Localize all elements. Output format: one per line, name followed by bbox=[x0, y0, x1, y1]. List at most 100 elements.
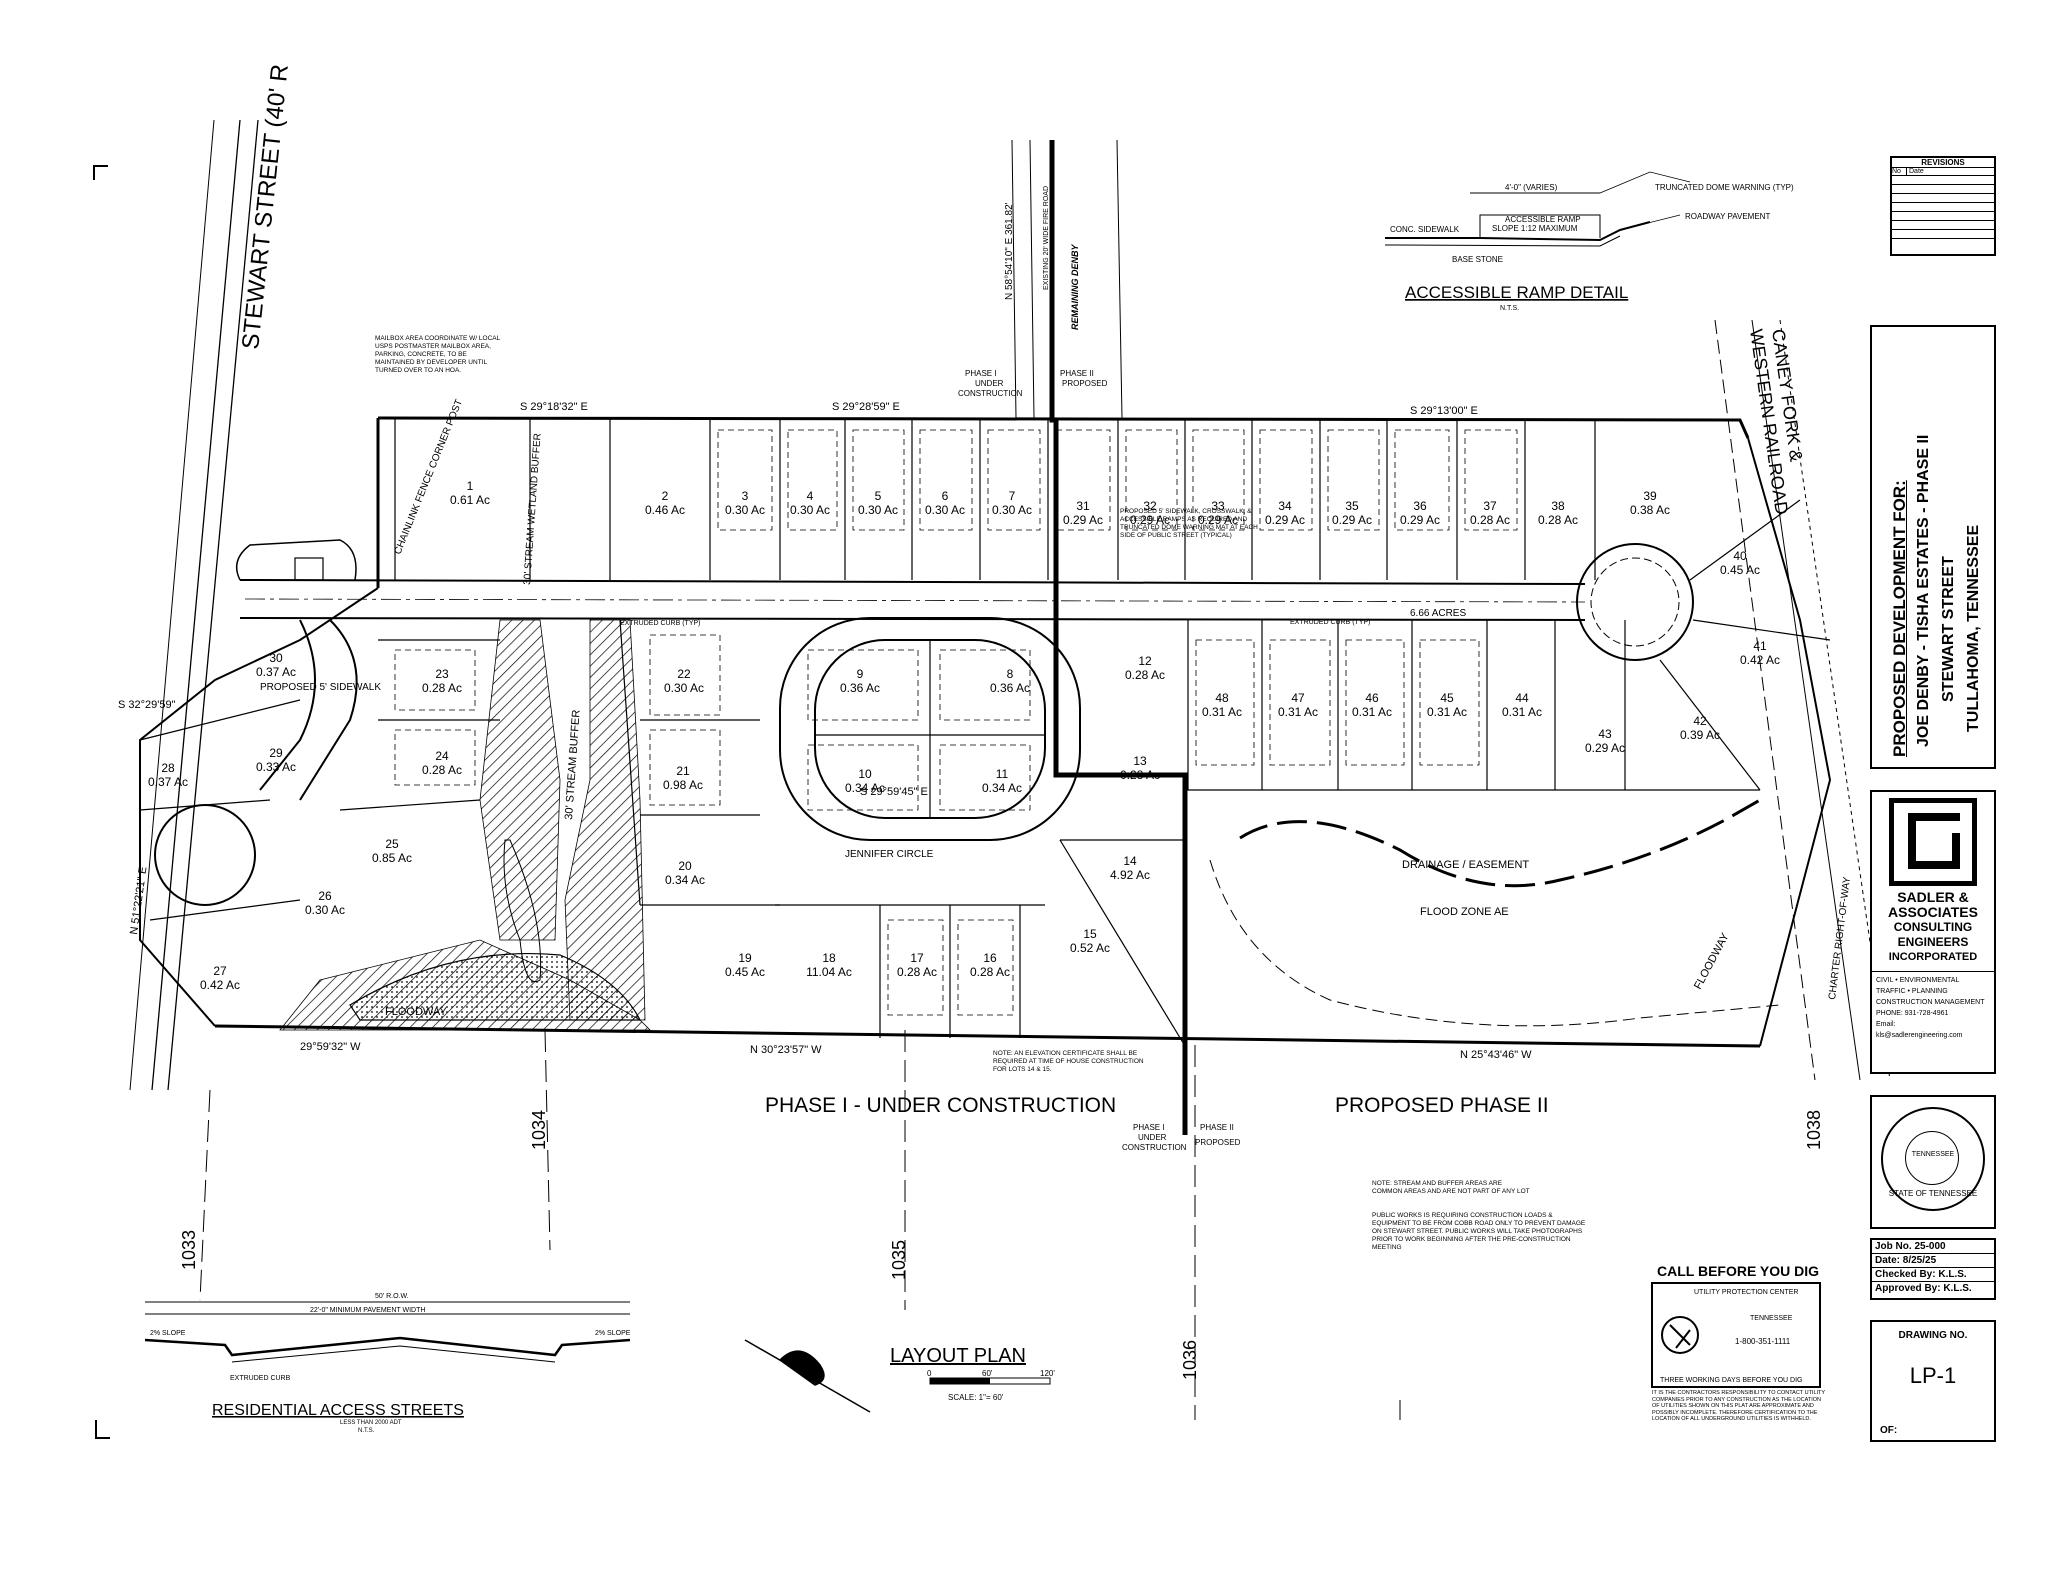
lot-number: 5 bbox=[875, 489, 882, 503]
sheet-of: OF: bbox=[1880, 1425, 1898, 1436]
public-works-note: PUBLIC WORKS IS REQUIRING CONSTRUCTION L… bbox=[1372, 1212, 1586, 1251]
setback-line bbox=[919, 429, 973, 531]
grid-1035: 1035 bbox=[889, 1240, 909, 1280]
lot-number: 44 bbox=[1515, 691, 1529, 705]
construction-top: CONSTRUCTION bbox=[958, 389, 1023, 398]
site-boundary bbox=[129, 119, 1891, 1091]
revisions-box: REVISIONS No Date bbox=[1890, 156, 1996, 256]
lot-9: 90.36 Ac bbox=[840, 667, 880, 695]
ramp-detail: 4'-0" (VARIES) ACCESSIBLE RAMP SLOPE 1:1… bbox=[1384, 171, 1794, 312]
elevation-note: NOTE: AN ELEVATION CERTIFICATE SHALL BE … bbox=[993, 1050, 1144, 1073]
lot-37: 370.28 Ac bbox=[1470, 499, 1510, 527]
firm-service-3: CONSTRUCTION MANAGEMENT bbox=[1876, 999, 1985, 1006]
firm-name-2: ASSOCIATES bbox=[1888, 904, 1978, 920]
lot-number: 22 bbox=[677, 667, 691, 681]
lot-acreage: 0.31 Ac bbox=[1502, 705, 1542, 719]
lot-number: 47 bbox=[1291, 691, 1305, 705]
lot-33: 330.29 Ac bbox=[1198, 499, 1238, 527]
lot-number: 32 bbox=[1143, 499, 1157, 513]
approved-by: Approved By: K.L.S. bbox=[1875, 1283, 1972, 1294]
lot-acreage: 11.04 Ac bbox=[806, 965, 852, 979]
mailbox-note-box: MAILBOX AREA COORDINATE W/ LOCAL USPS PO… bbox=[375, 335, 500, 374]
lot-number: 46 bbox=[1365, 691, 1379, 705]
lot-22: 220.30 Ac bbox=[664, 667, 704, 695]
setback-line bbox=[1125, 429, 1178, 531]
lot-acreage: 0.28 Ac bbox=[1125, 668, 1165, 682]
lot-acreage: 0.31 Ac bbox=[1278, 705, 1318, 719]
lot-number: 1 bbox=[467, 479, 474, 493]
floodway-line bbox=[1209, 859, 1781, 1027]
public-works-note-box: PUBLIC WORKS IS REQUIRING CONSTRUCTION L… bbox=[1372, 1212, 1586, 1251]
lot-number: 19 bbox=[738, 951, 752, 965]
project-box: PROPOSED DEVELOPMENT FOR: JOE DENBY - TI… bbox=[1870, 325, 1996, 769]
phase1-label: PHASE I - UNDER CONSTRUCTION bbox=[765, 1094, 1116, 1117]
project-name: JOE DENBY - TISHA ESTATES - PHASE II bbox=[1915, 434, 1932, 747]
construction-bot: CONSTRUCTION bbox=[1122, 1143, 1187, 1152]
lot-acreage: 0.28 Ac bbox=[1120, 768, 1160, 782]
lot-number: 38 bbox=[1551, 499, 1565, 513]
lot-15: 150.52 Ac bbox=[1070, 927, 1110, 955]
lot-26: 260.30 Ac bbox=[305, 889, 345, 917]
dig-state: TENNESSEE bbox=[1750, 1315, 1793, 1322]
ramp-title: ACCESSIBLE RAMP DETAIL bbox=[1405, 283, 1628, 302]
firm-name-3: CONSULTING bbox=[1893, 920, 1973, 934]
dig-disclaimer: IT IS THE CONTRACTORS RESPONSIBILITY TO … bbox=[1652, 1390, 1825, 1422]
building-setbacks bbox=[394, 429, 1518, 1016]
lot-number: 24 bbox=[435, 749, 449, 763]
layout-plan-title: LAYOUT PLAN 0 60' 120' SCALE: 1"= 60' bbox=[890, 1345, 1055, 1402]
lot-number: 14 bbox=[1123, 854, 1137, 868]
ramp-sidewalk: CONC. SIDEWALK bbox=[1390, 225, 1460, 234]
lot-number: 30 bbox=[269, 651, 283, 665]
lot-38: 380.28 Ac bbox=[1538, 499, 1578, 527]
setback-line bbox=[1055, 429, 1111, 531]
checked-by: Checked By: K.L.S. bbox=[1872, 1268, 1994, 1282]
setback-line bbox=[852, 429, 905, 531]
lot-acreage: 0.28 Ac bbox=[1470, 513, 1510, 527]
setback-line bbox=[1192, 429, 1245, 531]
lot-27: 270.42 Ac bbox=[200, 964, 240, 992]
firm-phone: PHONE: 931-728-4961 bbox=[1876, 1010, 1949, 1017]
acres-label: 6.66 ACRES bbox=[1410, 608, 1466, 619]
lot-number: 7 bbox=[1009, 489, 1016, 503]
bearing-top-mid: S 29°28'59" E bbox=[832, 401, 900, 413]
lot-number: 48 bbox=[1215, 691, 1229, 705]
lot-number: 9 bbox=[857, 667, 864, 681]
setback-line bbox=[394, 729, 476, 786]
lot-number: 40 bbox=[1733, 549, 1747, 563]
lot-12: 120.28 Ac bbox=[1125, 654, 1165, 682]
lot-19: 190.45 Ac bbox=[725, 951, 765, 979]
lot-acreage: 0.30 Ac bbox=[790, 503, 830, 517]
elevation-note-box: NOTE: AN ELEVATION CERTIFICATE SHALL BE … bbox=[993, 1050, 1144, 1073]
lot-acreage: 0.29 Ac bbox=[1585, 741, 1625, 755]
lot-number: 27 bbox=[213, 964, 227, 978]
lot-acreage: 0.85 Ac bbox=[372, 851, 412, 865]
lot-48: 480.31 Ac bbox=[1202, 691, 1242, 719]
ramp-width: 4'-0" (VARIES) bbox=[1505, 183, 1558, 192]
lot-number: 42 bbox=[1693, 714, 1707, 728]
job-date: Date: 8/25/25 bbox=[1872, 1254, 1994, 1268]
lot-8: 80.36 Ac bbox=[990, 667, 1030, 695]
lot-acreage: 0.38 Ac bbox=[1630, 503, 1670, 517]
setback-line bbox=[1464, 429, 1518, 531]
lot-number: 39 bbox=[1643, 489, 1657, 503]
proposed-sidewalk: PROPOSED 5' SIDEWALK bbox=[260, 682, 381, 693]
lot-number: 16 bbox=[983, 951, 997, 965]
lot-acreage: 0.28 Ac bbox=[422, 763, 462, 777]
lot-acreage: 0.37 Ac bbox=[148, 775, 188, 789]
section-slope-l: 2% SLOPE bbox=[150, 1330, 186, 1337]
extruded-curb: EXTRUDED CURB (TYP) bbox=[620, 620, 701, 627]
setback-line bbox=[987, 429, 1041, 531]
lot-2: 20.46 Ac bbox=[645, 489, 685, 517]
lot-43: 430.29 Ac bbox=[1585, 727, 1625, 755]
lot-24: 240.28 Ac bbox=[422, 749, 462, 777]
sidewalk-note: PROPOSED 5' SIDEWALK, CROSSWALK, & ACCES… bbox=[1120, 508, 1258, 539]
lot-acreage: 0.61 Ac bbox=[450, 493, 490, 507]
lot-acreage: 0.45 Ac bbox=[1720, 563, 1760, 577]
lot-acreage: 0.34 Ac bbox=[982, 781, 1022, 795]
drawing-no-label: DRAWING NO. bbox=[1898, 1330, 1968, 1341]
firm-box: SADLER & ASSOCIATES CONSULTING ENGINEERS… bbox=[1870, 790, 1996, 1074]
lot-acreage: 0.30 Ac bbox=[664, 681, 704, 695]
bearing-bl: 29°59'32" W bbox=[300, 1041, 361, 1053]
phase2-label: PROPOSED PHASE II bbox=[1335, 1094, 1549, 1117]
